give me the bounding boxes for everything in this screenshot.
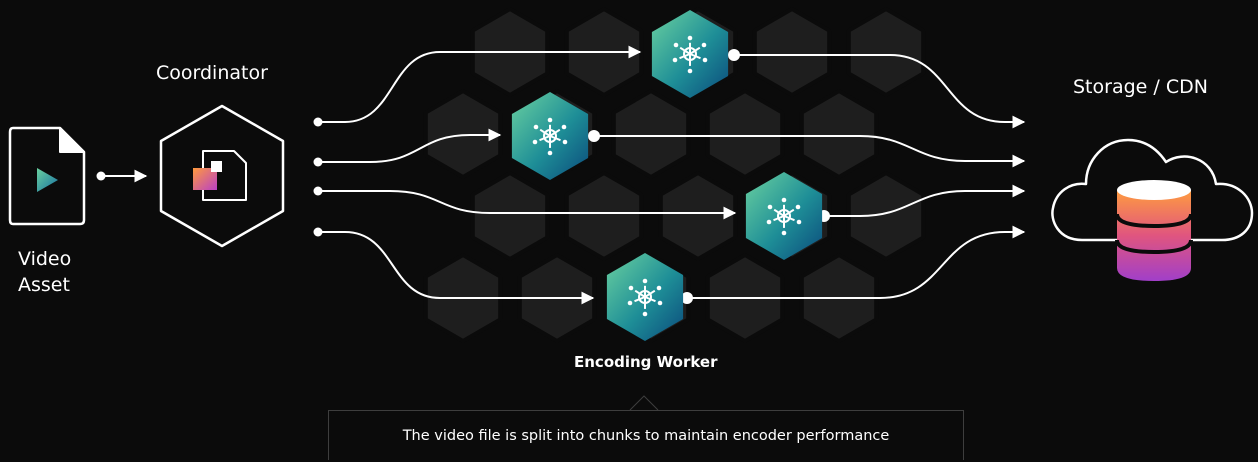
encoding-worker-node bbox=[511, 92, 589, 180]
flow-dot bbox=[313, 227, 323, 237]
flow-dot bbox=[313, 186, 323, 196]
honeycomb-cell bbox=[470, 171, 550, 261]
connections bbox=[101, 45, 1026, 305]
honeycomb-cell bbox=[799, 89, 879, 179]
hub-network-icon bbox=[766, 197, 802, 236]
encoding-worker-node bbox=[606, 253, 684, 341]
caption-text: The video file is split into chunks to m… bbox=[402, 427, 890, 444]
coordinator-node bbox=[159, 104, 285, 248]
flow-dot bbox=[96, 171, 106, 181]
honeycomb-cell bbox=[423, 89, 503, 179]
hub-network-icon bbox=[627, 278, 663, 317]
encoding-worker-node bbox=[745, 172, 823, 260]
flow-line-2-out bbox=[594, 135, 1026, 168]
flow-line-1-out bbox=[734, 54, 1026, 129]
storage-label: Storage / CDN bbox=[1073, 76, 1208, 98]
cloud-database-icon bbox=[1051, 138, 1254, 281]
flow-dot bbox=[681, 292, 693, 304]
flow-line-3-out bbox=[824, 184, 1026, 217]
video-asset-label: Video Asset bbox=[18, 246, 71, 298]
play-file-icon bbox=[8, 126, 86, 226]
honeycomb-cell bbox=[705, 89, 785, 179]
video-label-line1: Video bbox=[18, 248, 72, 270]
honeycomb-cell bbox=[564, 171, 644, 261]
flow-line-4-out bbox=[687, 225, 1026, 299]
honeycomb-cell bbox=[846, 7, 926, 97]
flow-dot bbox=[313, 117, 323, 127]
document-split-icon bbox=[193, 150, 247, 201]
honeycomb-cell bbox=[658, 171, 738, 261]
video-label-line2: Asset bbox=[18, 274, 70, 296]
flow-dot bbox=[728, 49, 740, 61]
honeycomb-cell bbox=[752, 7, 832, 97]
encoding-worker-label: Encoding Worker bbox=[574, 353, 718, 371]
encoding-workers bbox=[511, 10, 823, 341]
flow-line-2-in bbox=[318, 128, 502, 163]
flow-line-3-in bbox=[318, 190, 737, 220]
flow-dot bbox=[313, 157, 323, 167]
hub-network-icon bbox=[672, 35, 708, 74]
caption-pointer bbox=[629, 395, 659, 411]
flow-line-1-in bbox=[318, 45, 642, 123]
flow-line-4-in bbox=[318, 231, 595, 305]
honeycomb-cell bbox=[611, 89, 691, 179]
flow-dot bbox=[588, 130, 600, 142]
caption-box: The video file is split into chunks to m… bbox=[328, 410, 964, 460]
coordinator-label: Coordinator bbox=[156, 62, 268, 84]
encoding-worker-node bbox=[651, 10, 729, 98]
honeycomb-cell bbox=[846, 171, 926, 261]
hub-network-icon bbox=[532, 117, 568, 156]
